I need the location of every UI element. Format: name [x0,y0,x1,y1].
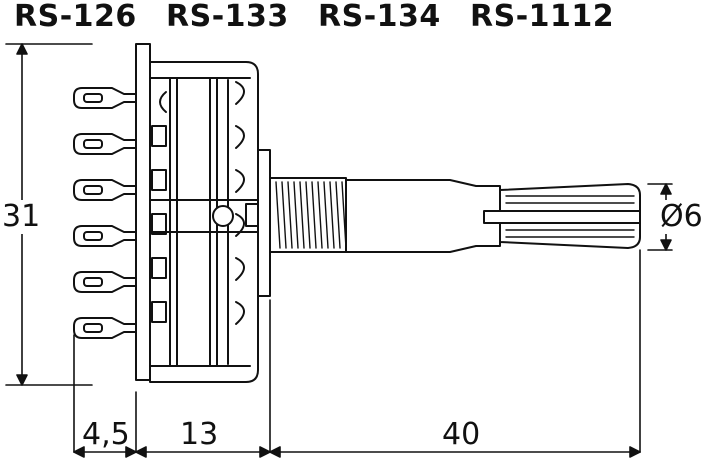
model-label-rs-133: RS-133 [166,0,289,34]
solder-terminals [74,88,136,338]
mounting-plate [136,44,150,380]
solder-terminal [74,134,136,154]
dimension-shaft-length-label: 40 [442,417,481,452]
dimension-lines [6,44,672,457]
dimension-body-depth-label: 13 [180,417,219,452]
solder-terminal [74,226,136,246]
threaded-bushing [258,150,346,296]
model-label-rs-126: RS-126 [14,0,137,34]
dimension-shaft-diameter-label: Ø6 [660,199,703,234]
model-label-rs-1112: RS-1112 [470,0,615,34]
shaft [346,180,640,252]
solder-terminal [74,88,136,108]
solder-terminal [74,318,136,338]
switch-body [150,62,274,382]
dimension-height-label: 31 [0,199,43,234]
dimension-bushing-offset-label: 4,5 [82,417,130,452]
model-label-rs-134: RS-134 [318,0,441,34]
solder-terminal [74,180,136,200]
solder-terminal [74,272,136,292]
